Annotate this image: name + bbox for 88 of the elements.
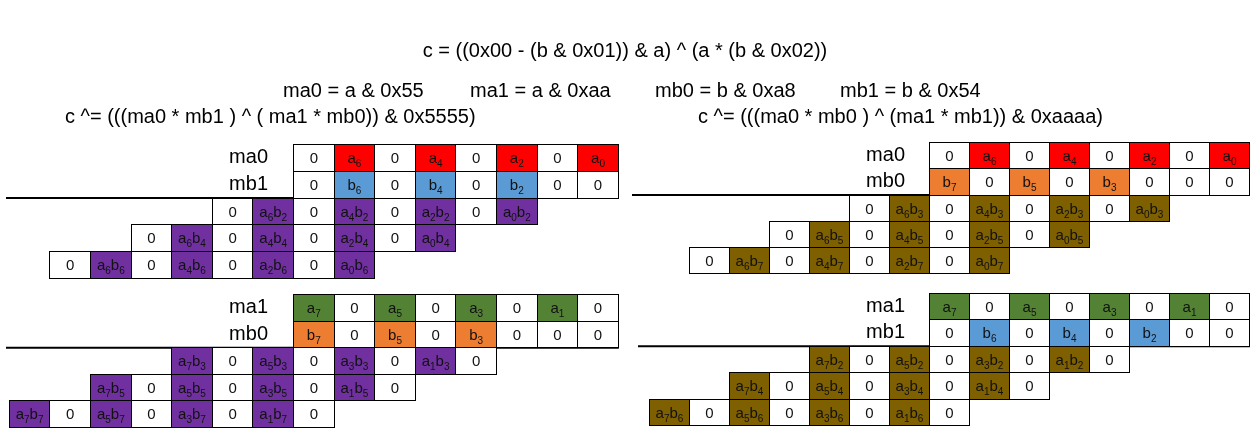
bit-cell: a$_{0}$ bbox=[1209, 142, 1250, 170]
bit-cell: 0 bbox=[929, 319, 970, 347]
bit-cell: 0 bbox=[293, 400, 335, 428]
bit-cell: 0 bbox=[929, 398, 970, 426]
formula-text: c = ((0x00 - (b & 0x01)) & a) ^ (a * (b & 0x02)) bbox=[422, 40, 828, 60]
bit-cell: a$_{2}$b$_{7}$ bbox=[889, 247, 930, 275]
bit-cell: a$_{4}$ bbox=[414, 144, 457, 172]
bit-cell: 0 bbox=[49, 400, 91, 428]
bit-cell: a$_{4}$b$_{4}$ bbox=[252, 224, 294, 253]
row-label: ma1 bbox=[229, 296, 268, 316]
bit-cell: a$_{0}$b$_{4}$ bbox=[414, 224, 457, 253]
bit-cell: a$_{6}$b$_{7}$ bbox=[729, 247, 770, 275]
bit-cell: b$_{5}$ bbox=[374, 320, 416, 349]
formula-text: c ^= (((ma0 * mb0 ) ^ (ma1 * mb1)) & 0xaaaa) bbox=[698, 106, 1103, 126]
bit-cell: 0 bbox=[577, 320, 619, 349]
bit-cell: 0 bbox=[689, 398, 730, 426]
bit-cell: a$_{6}$b$_{4}$ bbox=[171, 224, 213, 253]
bit-cell: a$_{7}$b$_{6}$ bbox=[649, 398, 690, 426]
bit-cell: a$_{6}$b$_{6}$ bbox=[90, 251, 132, 279]
row-label: ma0 bbox=[229, 146, 268, 166]
bit-cell: b$_{2}$ bbox=[1129, 319, 1170, 347]
bit-cell: b$_{5}$ bbox=[1009, 168, 1050, 196]
bit-cell: a$_{6}$b$_{2}$ bbox=[252, 197, 294, 226]
bit-cell: 0 bbox=[1209, 319, 1250, 347]
bit-cell: 0 bbox=[49, 251, 91, 279]
bit-cell: 0 bbox=[374, 373, 416, 402]
bit-cell: a$_{4}$b$_{6}$ bbox=[171, 251, 213, 279]
bit-cell: a$_{0}$ bbox=[577, 144, 619, 172]
bit-cell: b$_{7}$ bbox=[929, 168, 970, 196]
bit-cell: a$_{1}$b$_{3}$ bbox=[414, 347, 457, 375]
bit-cell: a$_{3}$ bbox=[455, 294, 497, 322]
bit-cell: a$_{7}$ bbox=[293, 294, 335, 322]
bit-cell: a$_{6}$b$_{5}$ bbox=[809, 220, 850, 249]
bit-cell: a$_{3}$b$_{4}$ bbox=[889, 372, 930, 400]
bit-cell: 0 bbox=[769, 220, 810, 249]
formula-text: ma0 = a & 0x55 bbox=[283, 80, 424, 100]
bit-cell: a$_{5}$ bbox=[374, 294, 416, 322]
bit-cell: a$_{2}$b$_{4}$ bbox=[333, 224, 376, 253]
row-label: mb1 bbox=[866, 321, 905, 342]
bit-cell: b$_{4}$ bbox=[1049, 319, 1090, 347]
bit-cell: a$_{0}$b$_{5}$ bbox=[1049, 220, 1090, 249]
bit-cell: a$_{1}$b$_{4}$ bbox=[969, 372, 1010, 400]
row-label: mb1 bbox=[229, 172, 268, 193]
bit-cell: b$_{6}$ bbox=[969, 319, 1010, 347]
bit-cell: 0 bbox=[1089, 345, 1130, 374]
bit-cell: 0 bbox=[577, 294, 619, 322]
bit-cell: a$_{2}$b$_{6}$ bbox=[252, 251, 294, 279]
bit-cell: b$_{3}$ bbox=[455, 320, 497, 349]
bit-cell: b$_{2}$ bbox=[496, 170, 538, 199]
bit-cell: a$_{0}$b$_{7}$ bbox=[969, 247, 1010, 275]
bit-cell: a$_{3}$b$_{7}$ bbox=[171, 400, 213, 428]
bit-cell: 0 bbox=[689, 247, 730, 275]
bit-cell: a$_{4}$b$_{7}$ bbox=[809, 247, 850, 275]
bit-cell: 0 bbox=[577, 170, 619, 199]
bit-cell: 0 bbox=[455, 347, 497, 375]
bit-cell: a$_{7}$b$_{7}$ bbox=[8, 400, 51, 428]
bit-cell: 0 bbox=[1209, 168, 1250, 196]
row-label: ma1 bbox=[866, 295, 905, 315]
bit-cell: 0 bbox=[130, 224, 173, 253]
bit-cell: b$_{7}$ bbox=[293, 320, 335, 349]
bit-cell: b$_{3}$ bbox=[1089, 168, 1130, 196]
bit-cell: a$_{7}$b$_{5}$ bbox=[90, 373, 132, 402]
bit-cell: 0 bbox=[1209, 293, 1250, 321]
bit-cell: a$_{6}$ bbox=[333, 144, 376, 172]
bit-cell: a$_{2}$ bbox=[496, 144, 538, 172]
bit-cell: 0 bbox=[293, 144, 335, 172]
bit-cell: a$_{7}$b$_{3}$ bbox=[171, 347, 213, 375]
bit-cell: a$_{3}$b$_{3}$ bbox=[333, 347, 376, 375]
bit-cell: a$_{5}$b$_{3}$ bbox=[252, 347, 294, 375]
row-label: mb0 bbox=[866, 170, 905, 191]
row-label: mb0 bbox=[229, 322, 268, 343]
bit-cell: 0 bbox=[1009, 372, 1050, 400]
bit-cell: a$_{7}$b$_{4}$ bbox=[729, 372, 770, 400]
bit-cell: a$_{0}$b$_{2}$ bbox=[496, 197, 538, 226]
bit-cell: a$_{3}$b$_{5}$ bbox=[252, 373, 294, 402]
bit-cell: a$_{5}$b$_{5}$ bbox=[171, 373, 213, 402]
formula-text: c ^= (((ma0 * mb1 ) ^ ( ma1 * mb0)) & 0x5555) bbox=[65, 106, 476, 126]
formula-text: ma1 = a & 0xaa bbox=[470, 80, 611, 100]
bit-cell: 0 bbox=[293, 170, 335, 199]
bit-cell: a$_{1}$ bbox=[536, 294, 579, 322]
row-label: ma0 bbox=[866, 144, 905, 164]
formula-text: mb0 = b & 0xa8 bbox=[655, 80, 796, 100]
bit-cell: a$_{5}$b$_{4}$ bbox=[809, 372, 850, 400]
bit-cell: a$_{0}$b$_{6}$ bbox=[333, 251, 376, 279]
bit-cell: a$_{5}$b$_{7}$ bbox=[90, 400, 132, 428]
bit-cell: a$_{0}$b$_{3}$ bbox=[1129, 194, 1170, 222]
bit-cell: a$_{1}$b$_{7}$ bbox=[252, 400, 294, 428]
formula-text: mb1 = b & 0x54 bbox=[840, 80, 981, 100]
